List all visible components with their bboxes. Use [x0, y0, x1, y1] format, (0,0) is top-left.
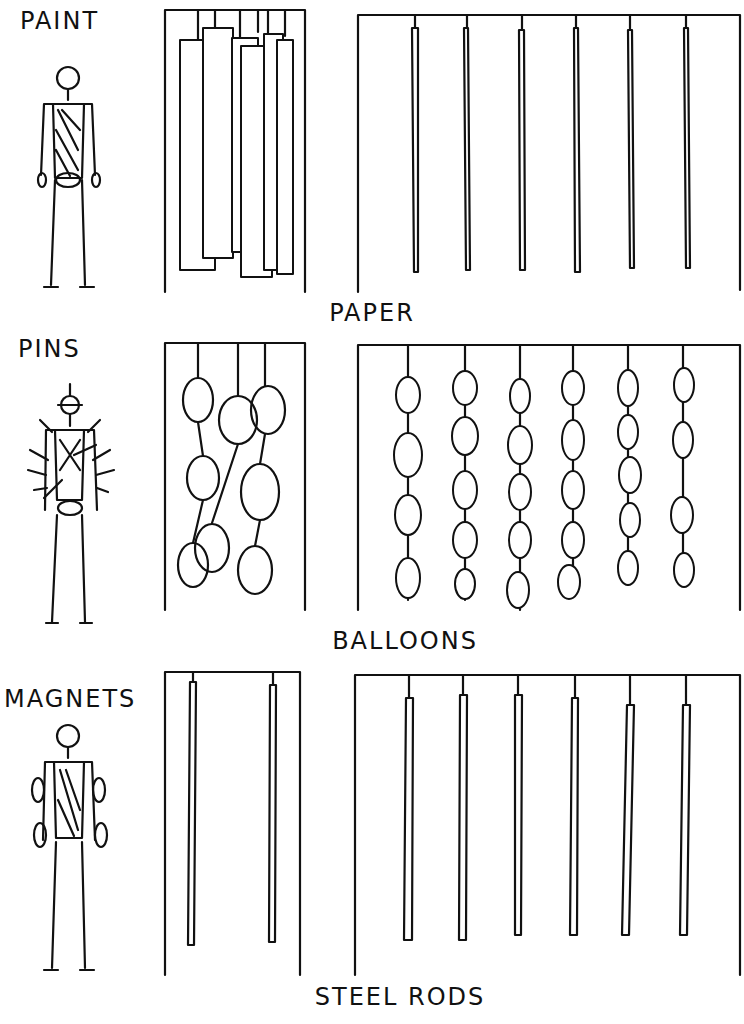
- hanging-frame: [358, 15, 740, 292]
- balloon: [251, 386, 285, 434]
- balloon: [620, 503, 640, 537]
- pin-symbol: [28, 420, 114, 498]
- balloon: [395, 495, 421, 535]
- balloon: [453, 471, 477, 509]
- balloon-cluster: [178, 378, 285, 594]
- balloon: [195, 524, 229, 572]
- steel-rod: [188, 672, 276, 945]
- paper-strip: [203, 28, 233, 258]
- balloon: [558, 565, 580, 599]
- balloon: [619, 457, 641, 493]
- balloon: [510, 379, 530, 413]
- magnet-figure: [43, 747, 95, 970]
- magnet-symbol: [95, 823, 107, 847]
- painted-figure: [41, 89, 95, 287]
- balloon: [562, 420, 584, 460]
- balloon-string: [408, 345, 683, 610]
- rolled-paper: [412, 28, 690, 272]
- hanging-string: [193, 343, 265, 546]
- hand-label: STEEL RODS: [315, 982, 486, 1012]
- balloon: [508, 426, 532, 464]
- figure-head: [57, 725, 79, 747]
- balloon: [241, 464, 279, 520]
- hanging-frame: [165, 672, 300, 975]
- balloon: [671, 497, 693, 533]
- hanging-frame: [165, 343, 305, 610]
- balloon: [618, 415, 638, 449]
- hanging-frame: [355, 675, 740, 975]
- figure-hips: [56, 173, 80, 187]
- magnet-symbol: [32, 778, 44, 802]
- hand-label: PAINT: [20, 6, 99, 36]
- figure-hips: [58, 501, 82, 515]
- magnet-symbol: [93, 778, 105, 802]
- paper-strip: [277, 40, 293, 274]
- balloon: [509, 522, 531, 558]
- hand-label: BALLOONS: [332, 626, 478, 656]
- figure-hand: [92, 173, 100, 187]
- balloon: [562, 371, 584, 405]
- balloon: [562, 522, 584, 558]
- balloon: [618, 370, 638, 406]
- hand-label: PINS: [18, 334, 81, 364]
- balloon: [394, 433, 422, 477]
- hand-label: PAPER: [329, 298, 415, 328]
- balloon: [453, 522, 477, 558]
- balloon: [396, 377, 420, 413]
- hanging-frame: [358, 345, 740, 610]
- figure-hand: [38, 173, 46, 187]
- balloon: [507, 572, 529, 608]
- hanging-frame: [165, 10, 305, 292]
- balloon: [187, 456, 219, 500]
- balloon: [453, 371, 477, 405]
- balloon: [238, 546, 272, 594]
- balloon: [178, 543, 208, 587]
- pinned-figure: [45, 384, 97, 623]
- hanging-string: [415, 15, 686, 30]
- balloon: [674, 553, 694, 587]
- balloon: [396, 558, 420, 598]
- balloon: [509, 474, 531, 510]
- balloon: [674, 368, 694, 402]
- balloon: [618, 551, 638, 585]
- figure-head: [57, 67, 79, 89]
- balloon: [562, 471, 584, 509]
- balloon: [673, 422, 693, 458]
- balloon: [452, 417, 478, 455]
- magnet-symbol: [34, 823, 46, 847]
- balloon: [183, 378, 213, 422]
- balloon: [455, 569, 475, 599]
- hand-label: MAGNETS: [4, 684, 136, 714]
- steel-rod: [404, 675, 690, 940]
- balloon-chain: [394, 368, 694, 608]
